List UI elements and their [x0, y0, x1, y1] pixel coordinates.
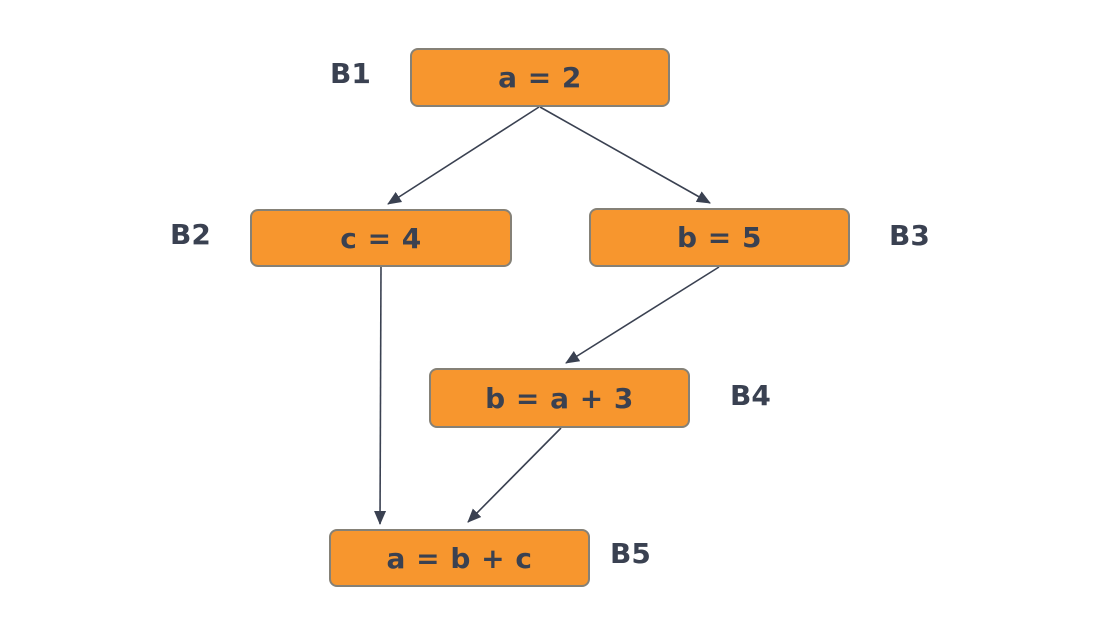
edge-b2-b5	[374, 266, 387, 525]
node-b3-code: b = 5	[677, 221, 762, 254]
node-b1-label: B1	[330, 57, 371, 90]
node-b1[interactable]: a = 2	[410, 48, 670, 107]
edge-b3-b4	[565, 266, 720, 364]
node-b1-code: a = 2	[498, 61, 582, 94]
node-b2-label: B2	[170, 218, 211, 251]
edge-b1-b3	[539, 106, 711, 204]
node-b4-label: B4	[730, 379, 771, 412]
node-b2-code: c = 4	[340, 221, 422, 255]
node-b5-code: a = b + c	[386, 541, 533, 575]
node-b3[interactable]: b = 5	[589, 208, 850, 267]
node-b4-code: b = a + 3	[485, 381, 634, 415]
node-b4[interactable]: b = a + 3	[429, 368, 690, 428]
edge-b1-b2	[387, 106, 540, 205]
node-b2[interactable]: c = 4	[250, 209, 512, 267]
node-b3-label: B3	[889, 219, 930, 252]
node-b5[interactable]: a = b + c	[329, 529, 590, 587]
edge-b4-b5	[467, 427, 562, 523]
node-b5-label: B5	[610, 537, 651, 570]
